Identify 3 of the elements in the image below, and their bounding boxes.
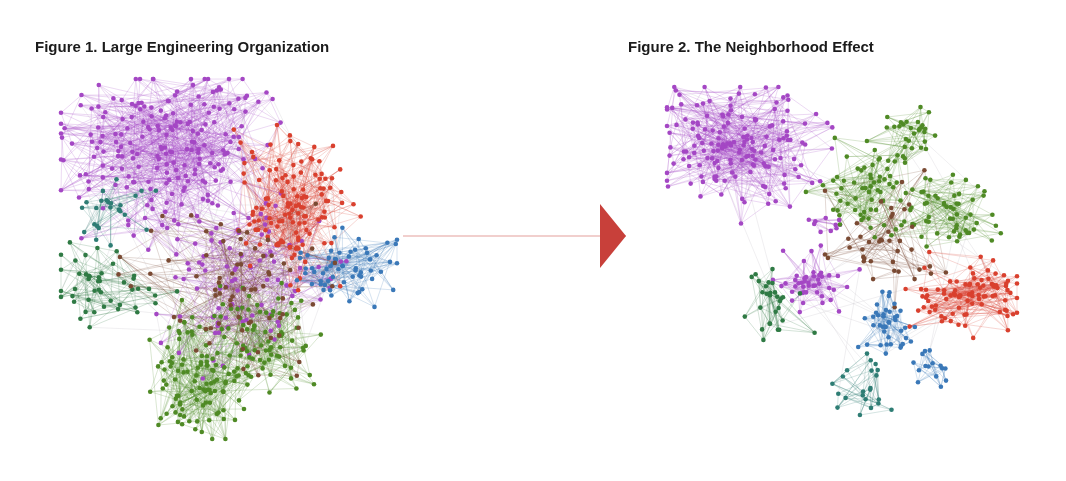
figure-title: Figure 1. Large Engineering Organization bbox=[35, 38, 330, 56]
figure-title: Figure 2. The Neighborhood Effect bbox=[628, 38, 874, 56]
arrow bbox=[402, 204, 627, 268]
